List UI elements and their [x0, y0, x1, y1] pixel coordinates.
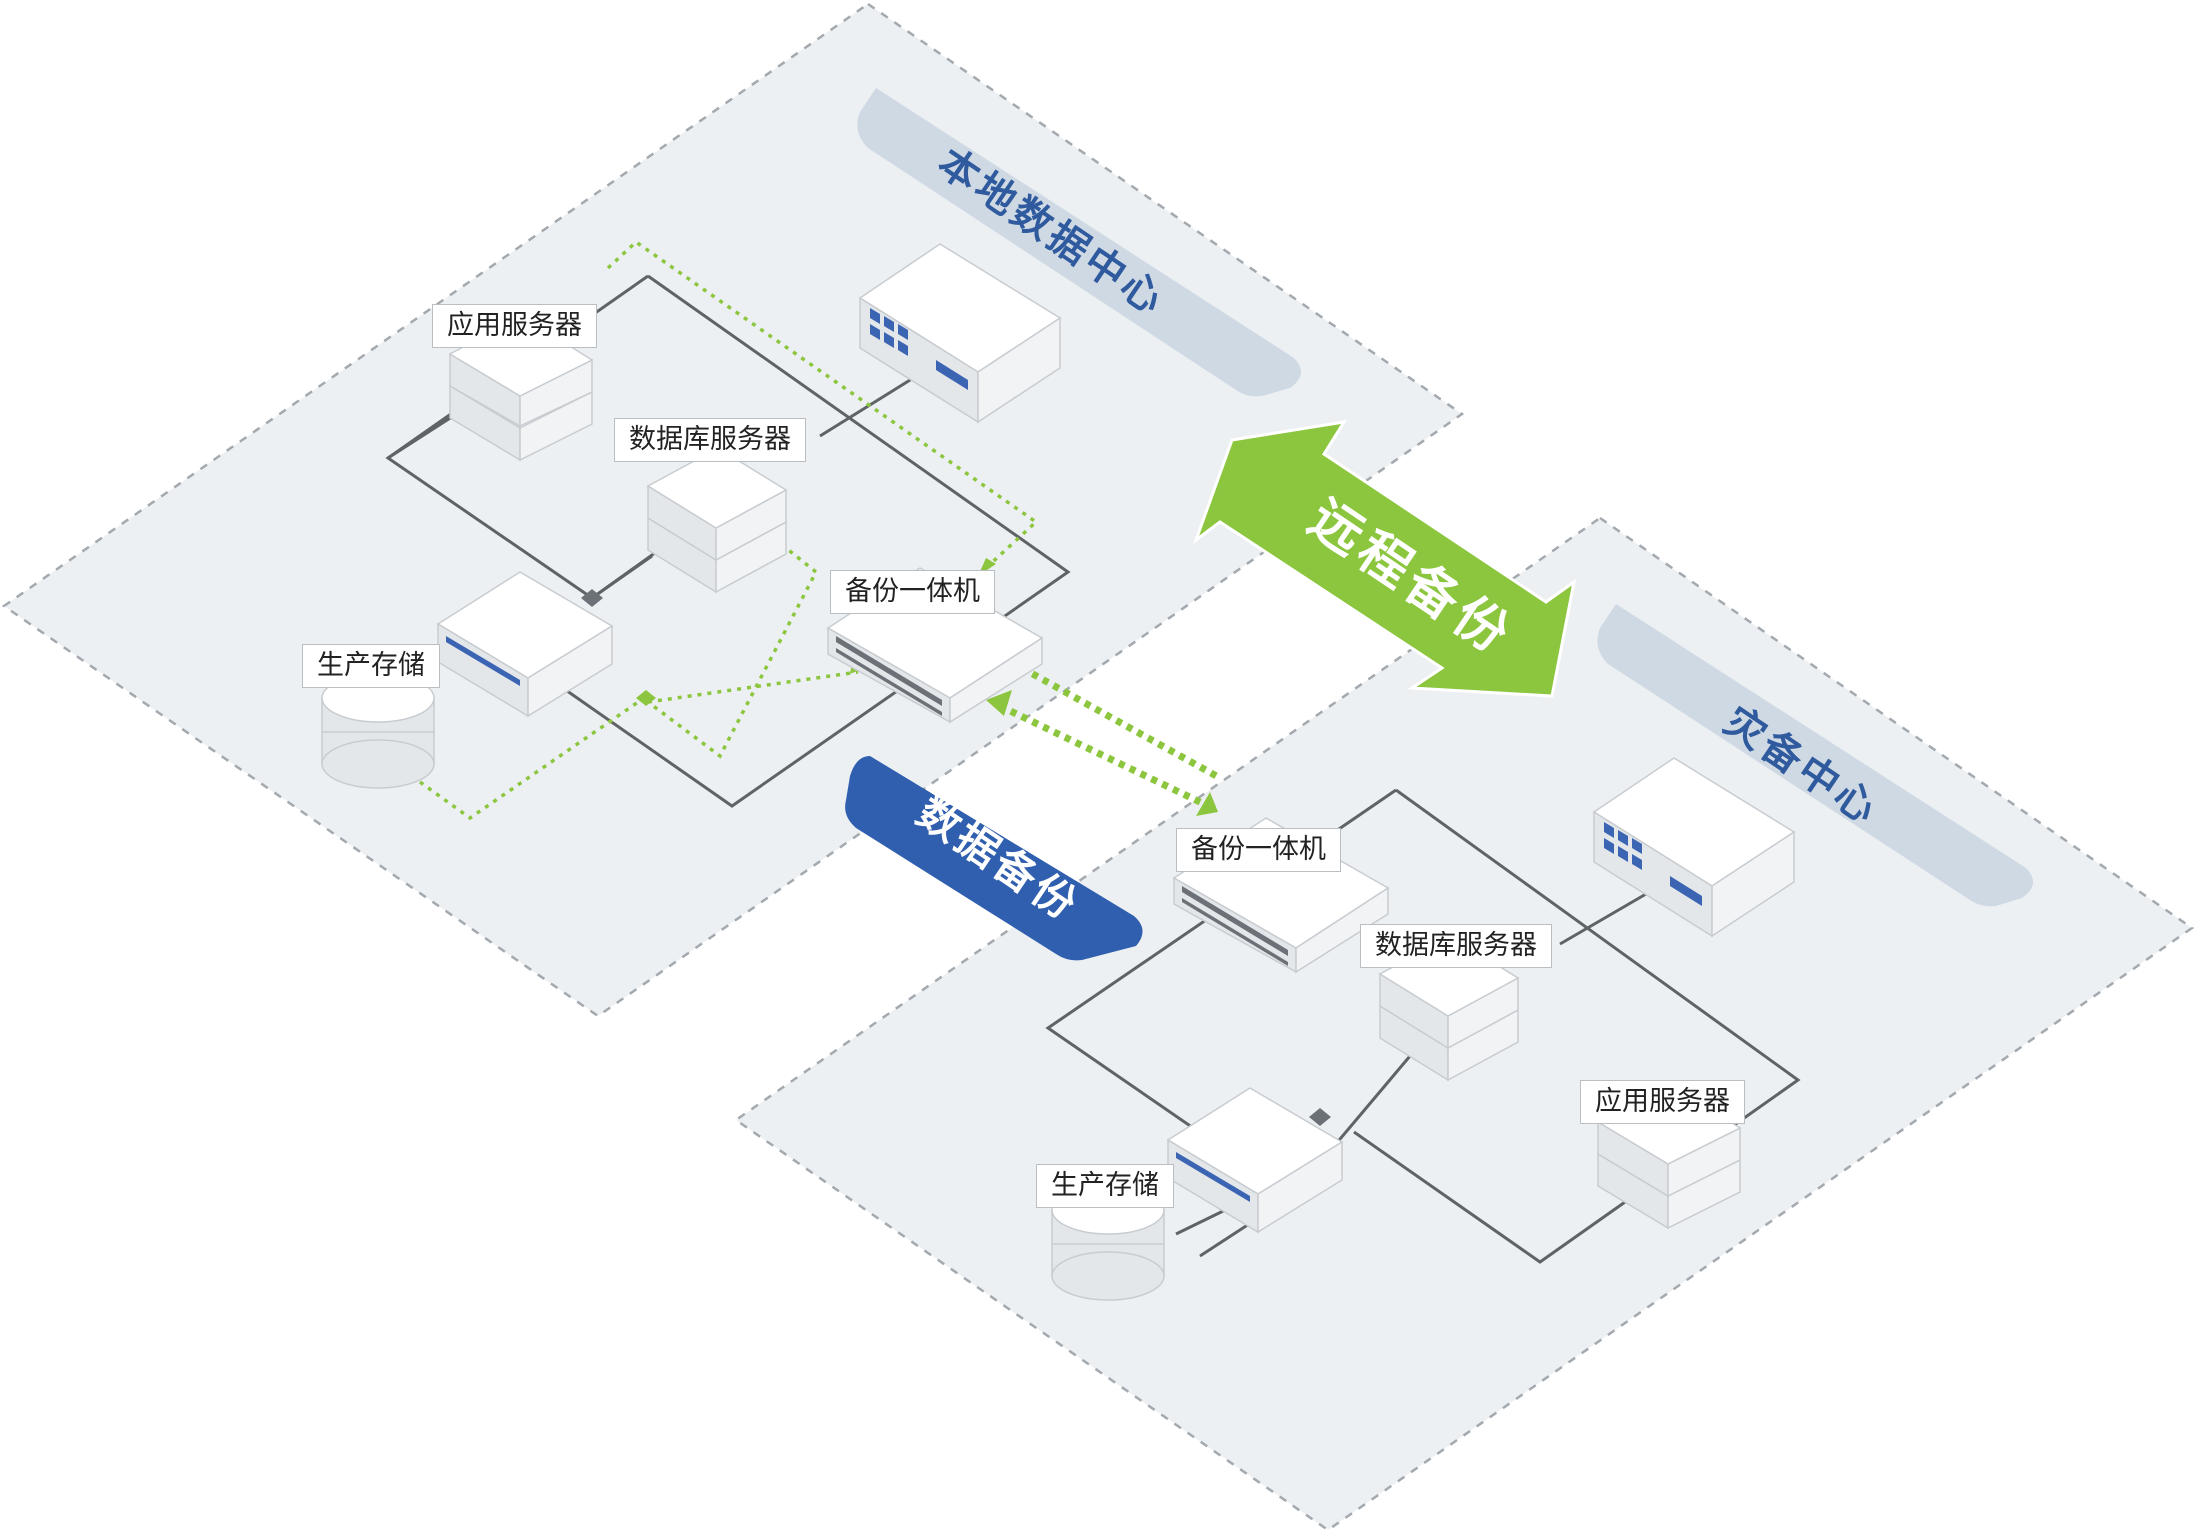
arrow-head-dr — [1196, 792, 1218, 816]
local-network-router[interactable] — [858, 243, 1062, 424]
arrow-head-local — [986, 690, 1012, 716]
dr-storage-switch[interactable] — [1166, 1087, 1344, 1234]
local-backup-appliance-label: 备份一体机 — [830, 570, 995, 614]
dr-storage-label: 生产存储 — [1036, 1164, 1174, 1208]
dr-router-port-grid — [1604, 822, 1702, 906]
dr-backup-appliance-label: 备份一体机 — [1176, 828, 1341, 872]
local-flow-node — [636, 690, 656, 706]
dr-title-band — [1597, 604, 2034, 907]
local-db-server-label: 数据库服务器 — [614, 418, 806, 462]
dr-db-server[interactable] — [1378, 935, 1520, 1082]
local-app-server-label: 应用服务器 — [432, 304, 597, 348]
data-backup-badge — [845, 756, 1143, 961]
local-title-band — [857, 88, 1302, 397]
dr-app-server[interactable] — [1596, 1083, 1742, 1230]
dr-db-server-label: 数据库服务器 — [1360, 924, 1552, 968]
dr-network-router[interactable] — [1592, 757, 1796, 938]
dr-backup-appliance[interactable] — [1172, 817, 1390, 974]
local-storage-switch[interactable] — [436, 571, 614, 718]
local-db-server[interactable] — [646, 447, 788, 594]
local-storage-label: 生产存储 — [302, 644, 440, 688]
dr-app-server-label: 应用服务器 — [1580, 1080, 1745, 1124]
cross-site-backup-arrow — [986, 664, 1222, 816]
dr-switch-node — [1309, 1108, 1331, 1126]
router-port-grid — [870, 308, 968, 390]
remote-backup-arrow — [1192, 419, 1577, 698]
local-switch-node — [581, 589, 603, 607]
local-disk[interactable] — [321, 673, 435, 789]
